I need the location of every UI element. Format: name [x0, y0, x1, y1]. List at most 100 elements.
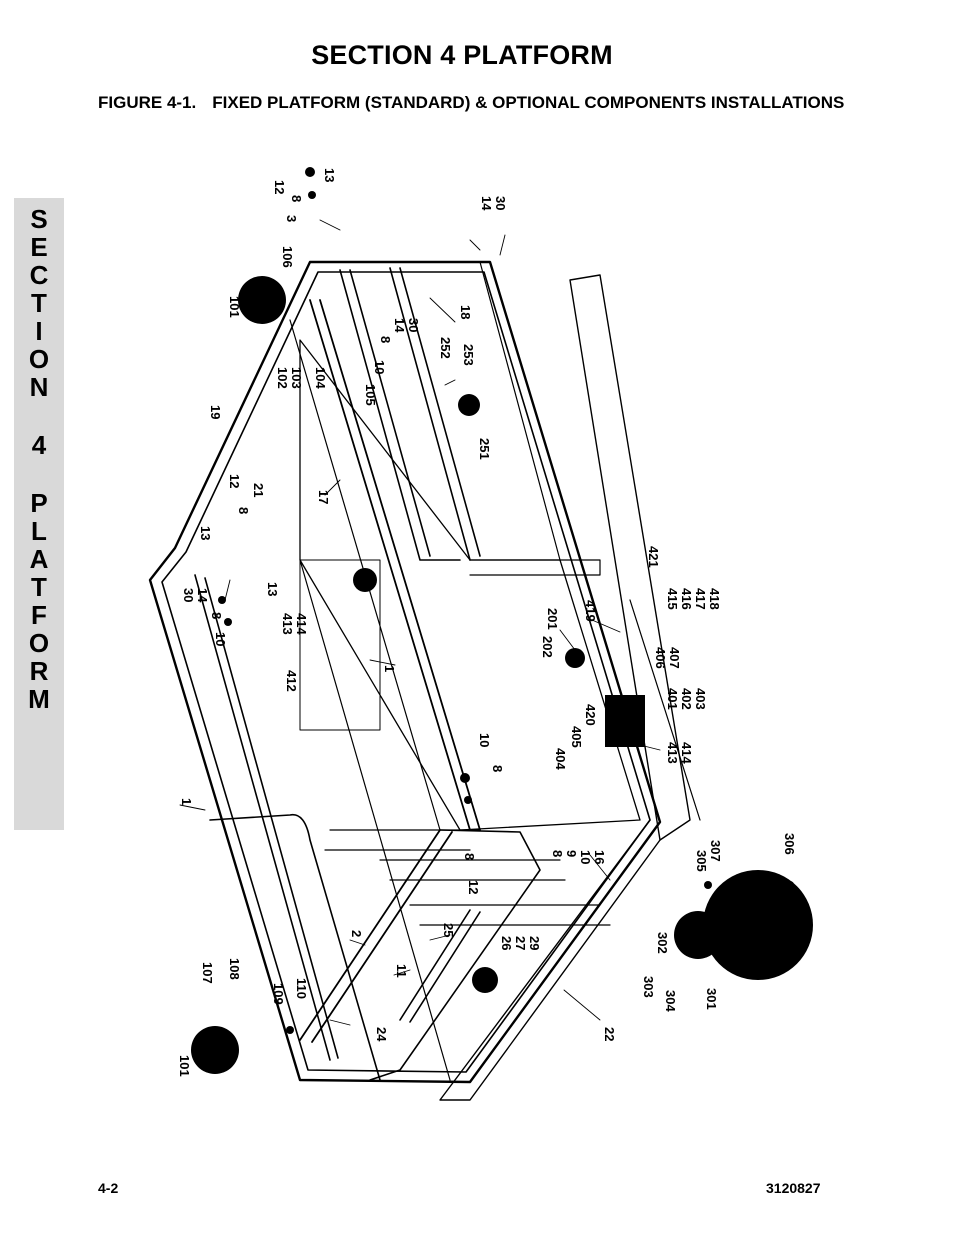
callout-label: 14: [479, 196, 494, 211]
callout-label: 110: [294, 978, 309, 999]
callout-label: 302: [655, 932, 670, 954]
callout-label: 26: [499, 936, 514, 950]
side-tab-letter: M: [28, 684, 50, 714]
callout-label: 30: [406, 318, 421, 332]
platform-frame-linework: [148, 167, 813, 1101]
callout-label: 13: [198, 526, 213, 540]
callout-label: 10: [372, 360, 387, 374]
callout-label: 405: [569, 726, 584, 748]
callout-label: 9: [564, 850, 579, 857]
side-tab-letter: S: [30, 204, 48, 234]
callout-label: 420: [583, 704, 598, 726]
callout-label: 421: [646, 546, 661, 568]
side-tab-letter: T: [31, 572, 47, 602]
callout-label: 306: [782, 833, 797, 855]
callout-label: 22: [602, 1027, 617, 1041]
side-tab-letter: C: [29, 260, 49, 290]
callout-label: 11: [394, 964, 409, 978]
callout-label: 12: [227, 474, 242, 488]
callout-label: 418: [707, 588, 722, 610]
callout-label: 8: [289, 195, 304, 202]
callout-label: 25: [441, 923, 456, 937]
callout-label: 108: [227, 958, 242, 980]
document-number: 3120827: [766, 1180, 821, 1196]
callout-label: 8: [236, 507, 251, 514]
callout-label: 109: [271, 983, 286, 1005]
callout-label: 13: [265, 582, 280, 596]
callout-label: 253: [461, 344, 476, 366]
callout-label: 403: [693, 688, 708, 710]
callout-label: 413: [665, 742, 680, 764]
callout-label: 14: [195, 588, 210, 603]
callout-label: 419: [583, 600, 598, 622]
callout-label: 12: [272, 180, 287, 194]
callout-label: 202: [540, 636, 555, 658]
callout-label: 30: [493, 196, 508, 210]
figure-number: FIGURE 4-1.: [98, 93, 197, 112]
side-tab-letter: I: [35, 316, 43, 346]
callout-label: 102: [275, 367, 290, 389]
callout-label: 10: [477, 733, 492, 747]
side-tab-letter: T: [31, 288, 47, 318]
side-tab-letter: P: [30, 488, 48, 518]
figure-title: FIGURE 4-1. FIXED PLATFORM (STANDARD) & O…: [98, 92, 858, 113]
callout-label: 8: [490, 765, 505, 772]
side-tab-letter: 4: [31, 430, 47, 460]
side-tab-letter: R: [29, 656, 49, 686]
callout-label: 101: [227, 296, 242, 318]
callout-label: 17: [316, 490, 331, 504]
callout-label: 412: [284, 670, 299, 692]
callout-label: 103: [289, 367, 304, 389]
callout-label: 251: [477, 438, 492, 460]
callout-label: 106: [280, 246, 295, 268]
callout-label: 27: [513, 936, 528, 950]
callout-label: 414: [294, 613, 309, 635]
callout-label: 24: [374, 1027, 389, 1042]
callout-labels: 12 13 8 3 14 30 106 101 14 30 8 18 102 1…: [177, 168, 797, 1077]
callout-label: 18: [458, 305, 473, 319]
callout-label: 301: [704, 988, 719, 1010]
section-side-tab: S E C T I O N 4 P L A T F O R M: [14, 198, 64, 830]
side-tab-letter: L: [31, 516, 47, 546]
callout-label: 101: [177, 1055, 192, 1077]
callout-label: 1: [382, 665, 397, 672]
callout-label: 417: [693, 588, 708, 610]
callout-label: 21: [251, 483, 266, 497]
side-tab-letter: O: [28, 628, 50, 658]
callout-label: 307: [708, 840, 723, 862]
callout-label: 3: [284, 215, 299, 222]
callout-label: 105: [363, 384, 378, 406]
figure-caption: FIXED PLATFORM (STANDARD) & OPTIONAL COM…: [212, 93, 845, 112]
page-number: 4-2: [98, 1180, 119, 1196]
callout-label: 413: [280, 613, 295, 635]
callout-label: 304: [663, 990, 678, 1012]
callout-label: 104: [313, 367, 328, 389]
callout-label: 29: [527, 936, 542, 950]
callout-label: 406: [653, 647, 668, 669]
callout-label: 10: [578, 850, 593, 864]
callout-label: 8: [209, 612, 224, 619]
section-title: SECTION 4 PLATFORM: [311, 40, 613, 70]
callout-label: 1: [179, 798, 194, 805]
callout-label: 16: [592, 850, 607, 864]
side-tab-letter: A: [29, 544, 49, 574]
callout-label: 415: [665, 588, 680, 610]
callout-label: 404: [553, 748, 568, 770]
callout-label: 107: [200, 962, 215, 984]
callout-label: 303: [641, 976, 656, 998]
callout-label: 414: [679, 742, 694, 764]
callout-label: 12: [466, 880, 481, 894]
side-tab-letter: O: [28, 344, 50, 374]
callout-label: 402: [679, 688, 694, 710]
callout-label: 252: [438, 337, 453, 359]
callout-label: 2: [349, 930, 364, 937]
side-tab-letter: F: [31, 600, 47, 630]
callout-label: 201: [545, 608, 560, 630]
callout-label: 14: [392, 318, 407, 333]
callout-label: 30: [181, 588, 196, 602]
callout-label: 8: [550, 850, 565, 857]
callout-label: 416: [679, 588, 694, 610]
callout-label: 8: [378, 336, 393, 343]
callout-label: 407: [667, 647, 682, 669]
